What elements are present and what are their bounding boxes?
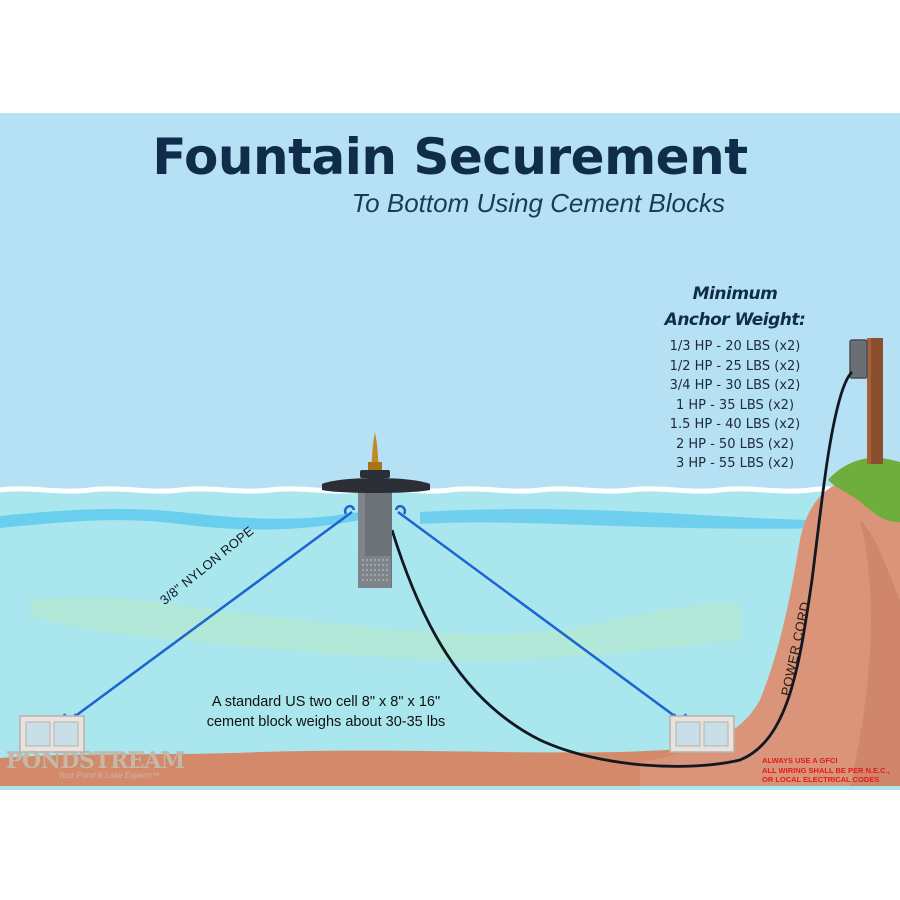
rope-clip-icon — [394, 504, 407, 515]
anchor-weight-item: 1/2 HP - 25 LBS (x2) — [669, 358, 801, 374]
electrical-warning: ALWAYS USE A GFCI ALL WIRING SHALL BE PE… — [762, 756, 900, 785]
shore-bank — [640, 478, 900, 786]
page-subtitle: To Bottom Using Cement Blocks — [351, 188, 725, 218]
anchor-weight-title-line1: Minimum — [692, 284, 778, 304]
anchor-weight-list: 1/3 HP - 20 LBS (x2) 1/2 HP - 25 LBS (x2… — [640, 337, 830, 474]
anchor-weight-item: 3/4 HP - 30 LBS (x2) — [669, 378, 801, 393]
pondstream-tagline: Your Pond & Lake Experts™ — [58, 771, 160, 780]
cement-block-right — [669, 715, 735, 753]
anchor-weight-panel: Minimum Anchor Weight: 1/3 HP - 20 LBS (… — [640, 281, 830, 474]
nylon-rope-left — [69, 510, 353, 722]
fountain-float — [322, 478, 430, 493]
warning-line1: ALWAYS USE A GFCI — [762, 756, 838, 765]
warning-line3: OR LOCAL ELECTRICAL CODES — [762, 775, 880, 784]
sky-background — [0, 113, 900, 493]
rope-clip-icon — [343, 504, 356, 515]
anchor-weight-title-line2: Anchor Weight: — [664, 310, 806, 330]
fountain-nozzle — [371, 432, 379, 470]
floating-fountain — [322, 432, 430, 588]
water-surface-line — [0, 486, 900, 494]
anchor-weight-item: 1/3 HP - 20 LBS (x2) — [669, 339, 801, 354]
water-highlight — [0, 509, 360, 530]
anchor-weight-item: 3 HP - 55 LBS (x2) — [675, 456, 795, 471]
power-cord — [390, 371, 854, 768]
outlet-box — [849, 339, 868, 379]
grass — [828, 457, 900, 523]
anchor-weight-item: 1 HP - 35 LBS (x2) — [675, 397, 795, 413]
anchor-weight-item: 2 HP - 50 LBS (x2) — [675, 436, 795, 452]
cement-block-note-line2: cement block weighs about 30-35 lbs — [206, 714, 446, 730]
cement-block-note: A standard US two cell 8" x 8" x 16" cem… — [186, 692, 466, 732]
warning-line2: ALL WIRING SHALL BE PER N.E.C., — [762, 765, 890, 775]
shore-bank-shade — [850, 520, 900, 786]
pondstream-logo: PONDSTREAM — [6, 748, 185, 774]
cement-block-left — [19, 715, 85, 753]
cement-block-note-line1: A standard US two cell 8" x 8" x 16" — [211, 694, 441, 710]
water-shade — [30, 597, 740, 660]
pond-bottom — [0, 744, 760, 786]
nylon-rope-right — [397, 510, 681, 722]
post-highlight — [867, 338, 871, 464]
water-highlight — [420, 509, 820, 529]
anchor-weight-item: 1.5 HP - 40 LBS (x2) — [669, 417, 801, 432]
page-title: Fountain Securement — [152, 128, 748, 186]
fountain-intake-screen — [359, 556, 391, 588]
